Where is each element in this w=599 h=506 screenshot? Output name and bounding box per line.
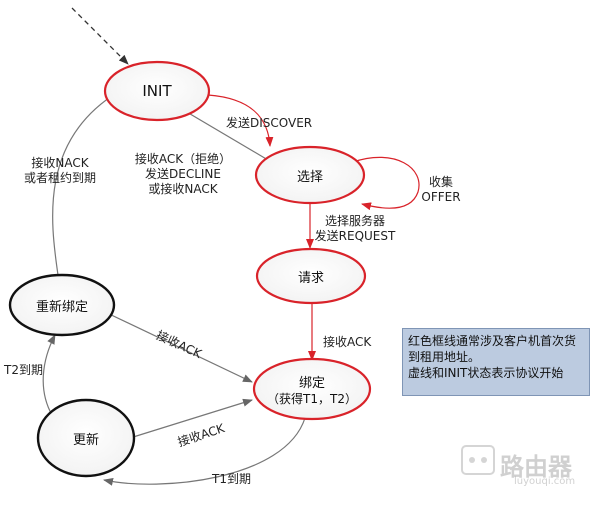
label-nack-line1: 接收NACK [31,156,89,170]
edge-bound-to-renew [103,417,306,486]
label-ack-reject-line1: 接收ACK（拒绝） [134,152,232,166]
label-collect-offer: 收集 OFFER [415,175,467,205]
label-collect-line2: OFFER [421,190,461,204]
legend-note: 红色框线通常涉及客户机首次货 到租用地址。 虚线和INIT状态表示协议开始 [402,328,590,396]
label-choose-server-line1: 选择服务器 [324,214,385,228]
label-nack-line2: 或者租约到期 [23,171,96,185]
edge-renew-to-rebind [42,334,56,416]
edge-renew-to-bound [129,398,253,439]
edge-select-self-loop [352,156,420,211]
watermark-logo [461,445,495,475]
state-rebind [8,273,116,337]
state-bound [252,357,372,421]
state-select [254,145,366,205]
state-init-label: INIT [142,82,172,100]
state-renew [36,398,136,478]
watermark-text: 路由器 [500,453,572,481]
note-line1: 红色框线通常涉及客户机首次货 [408,334,577,348]
start-dashed-arrow [71,7,129,65]
label-ack-reject-line2: 发送DECLINE [145,167,221,181]
watermark-subtext: luyouqi.com [514,476,576,487]
state-init [103,60,211,122]
label-choose-server: 选择服务器 发送REQUEST [305,214,405,244]
label-collect-line1: 收集 [428,175,453,189]
note-line2: 到租用地址。 [408,350,481,364]
label-nack-or-expire: 接收NACK 或者租约到期 [20,156,100,186]
label-t2-expire: T2到期 [4,363,43,377]
note-line3: 虚线和INIT状态表示协议开始 [408,366,564,380]
label-ack-reject-line3: 或接收NACK [148,182,218,196]
state-bound-label-line2: （获得T1，T2） [267,392,357,406]
label-choose-server-line2: 发送REQUEST [314,229,396,243]
state-select-label: 选择 [296,170,323,185]
edge-init-to-select [207,94,274,147]
state-request-label: 请求 [297,271,324,286]
edge-rebind-to-bound [104,311,253,383]
state-bound-label-line1: 绑定 [298,376,325,391]
edge-select-to-init [179,107,269,161]
label-send-discover: 发送DISCOVER [226,116,313,130]
label-recv-ack: 接收ACK [323,335,372,349]
state-renew-label: 更新 [72,433,99,448]
label-ack-reject: 接收ACK（拒绝） 发送DECLINE 或接收NACK [133,152,233,197]
state-request [255,247,367,305]
edge-rebind-to-init [52,91,119,276]
state-rebind-label: 重新绑定 [35,300,88,315]
label-t1-expire: T1到期 [212,472,251,486]
